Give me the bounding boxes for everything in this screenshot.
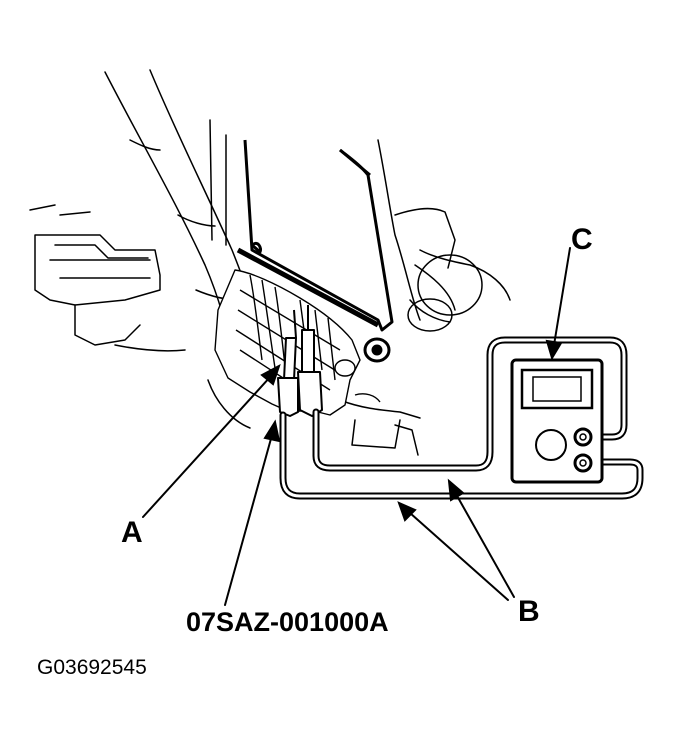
test-probes: [277, 305, 323, 417]
multimeter: [510, 358, 604, 484]
background-engine-parts: [29, 69, 511, 456]
callout-label-b: B: [518, 595, 540, 628]
leader-lines: [142, 247, 571, 606]
callout-label-a: A: [121, 516, 143, 549]
control-unit: [236, 139, 394, 363]
callout-label-c: C: [571, 223, 593, 256]
figure-id: G03692545: [37, 656, 147, 679]
tool-part-number: 07SAZ-001000A: [186, 607, 389, 637]
multimeter-dial: [535, 429, 567, 461]
